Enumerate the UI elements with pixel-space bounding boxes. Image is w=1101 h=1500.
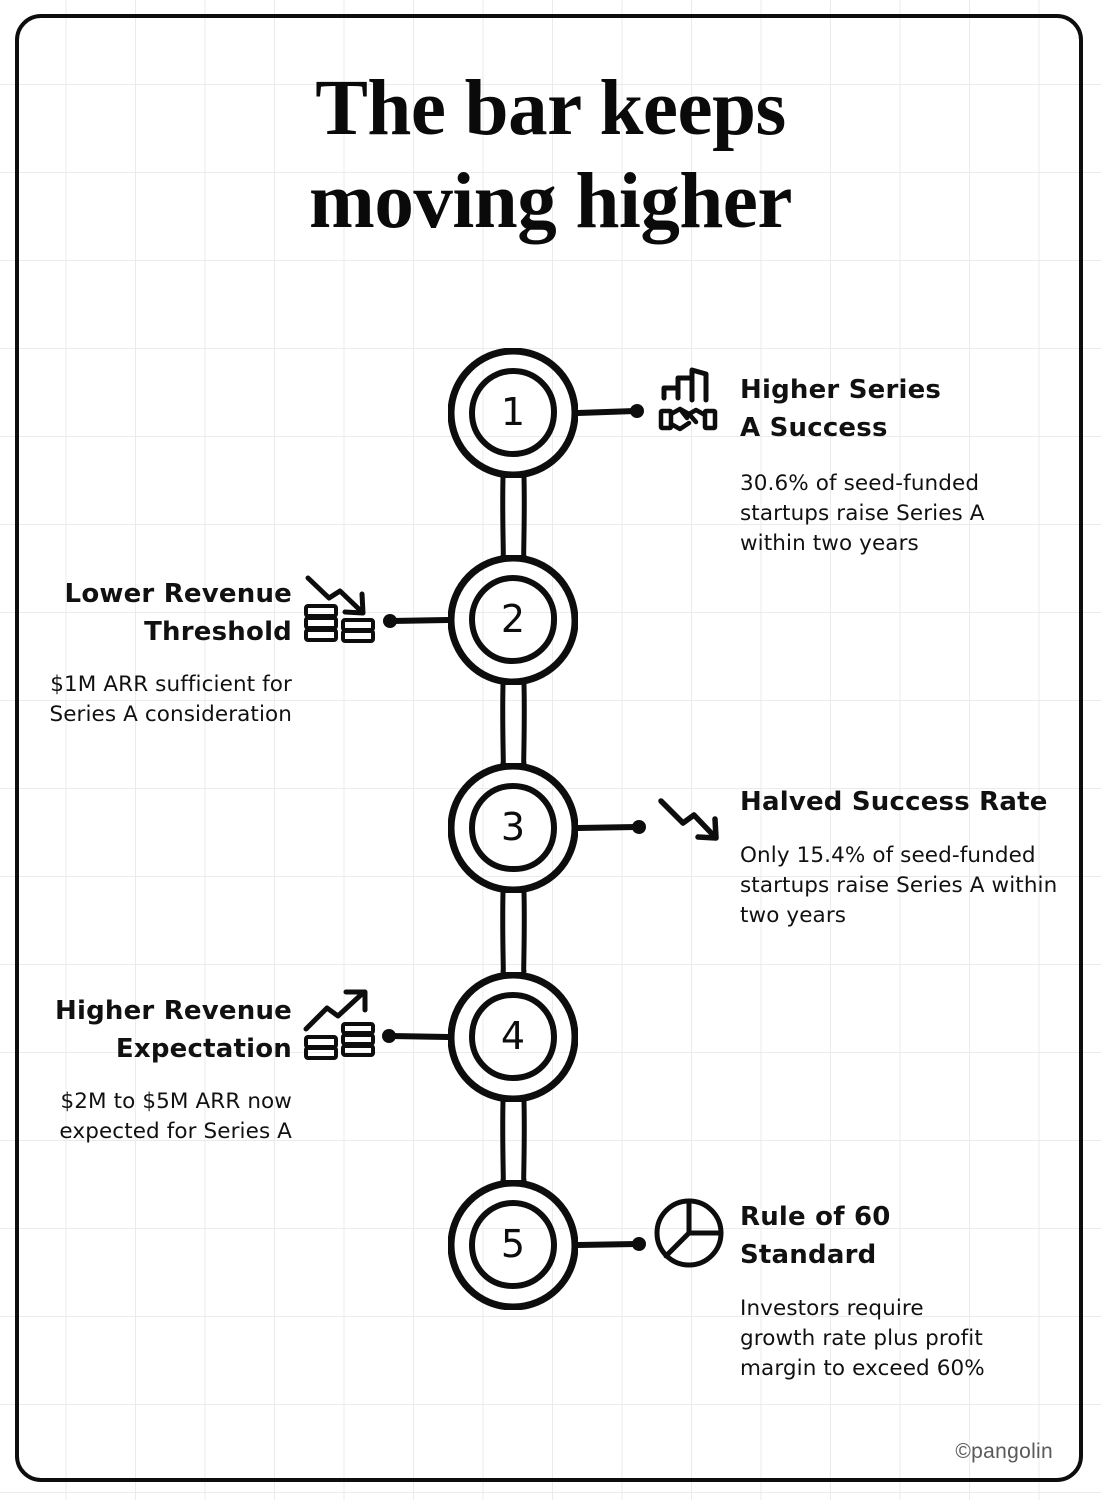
leader-line-3 (575, 824, 640, 831)
rising-arrow-coins-icon (302, 987, 380, 1061)
page-title-line-2: moving higher (309, 158, 792, 245)
timeline-node-5[interactable]: 5 (448, 1180, 578, 1310)
bar-chart-handshake-icon (656, 366, 720, 434)
leader-dot-4 (382, 1029, 396, 1043)
step-4-heading: Higher Revenue Expectation (55, 996, 292, 1064)
step-2-heading: Lower Revenue Threshold (64, 579, 292, 647)
timeline-node-number: 2 (500, 597, 526, 641)
timeline-node-3[interactable]: 3 (448, 763, 578, 893)
timeline-node-2[interactable]: 2 (448, 555, 578, 685)
step-1-heading: Higher Series A Success (740, 375, 942, 443)
declining-arrow-coins-icon (302, 572, 380, 644)
timeline-node-number: 1 (500, 390, 526, 434)
step-3-heading: Halved Success Rate (740, 787, 1048, 817)
leader-dot-3 (632, 820, 646, 834)
page-title-line-1: The bar keeps (315, 65, 786, 152)
step-2-content: Lower Revenue Threshold $1M ARR sufficie… (30, 575, 292, 730)
credit-label: ©pangolin (955, 1440, 1053, 1463)
timeline-node-4[interactable]: 4 (448, 972, 578, 1102)
step-4-content: Higher Revenue Expectation $2M to $5M AR… (30, 992, 292, 1147)
timeline-node-number: 5 (500, 1222, 526, 1266)
leader-dot-1 (630, 404, 644, 418)
step-1-content: Higher Series A Success 30.6% of seed-fu… (740, 371, 1070, 559)
pie-chart-icon (652, 1196, 726, 1270)
leader-line-1 (575, 408, 638, 416)
step-3-body: Only 15.4% of seed-funded startups raise… (740, 843, 1058, 928)
leader-line-4 (388, 1033, 451, 1040)
declining-arrow-icon (655, 795, 725, 851)
step-5-content: Rule of 60 Standard Investors require gr… (740, 1198, 1070, 1384)
leader-dot-2 (383, 614, 397, 628)
timeline-node-number: 3 (500, 805, 526, 849)
step-5-body: Investors require growth rate plus profi… (740, 1296, 985, 1381)
page-title: The bar keeps moving higher (0, 62, 1101, 248)
leader-line-2 (389, 617, 451, 624)
leader-line-5 (575, 1241, 640, 1248)
step-5-heading: Rule of 60 Standard (740, 1202, 891, 1270)
timeline-node-number: 4 (500, 1014, 526, 1058)
leader-dot-5 (632, 1237, 646, 1251)
step-2-body: $1M ARR sufficient for Series A consider… (49, 672, 292, 727)
timeline-node-1[interactable]: 1 (448, 348, 578, 478)
step-4-body: $2M to $5M ARR now expected for Series A (59, 1089, 292, 1144)
step-3-content: Halved Success Rate Only 15.4% of seed-f… (740, 783, 1070, 931)
step-1-body: 30.6% of seed-funded startups raise Seri… (740, 471, 985, 556)
